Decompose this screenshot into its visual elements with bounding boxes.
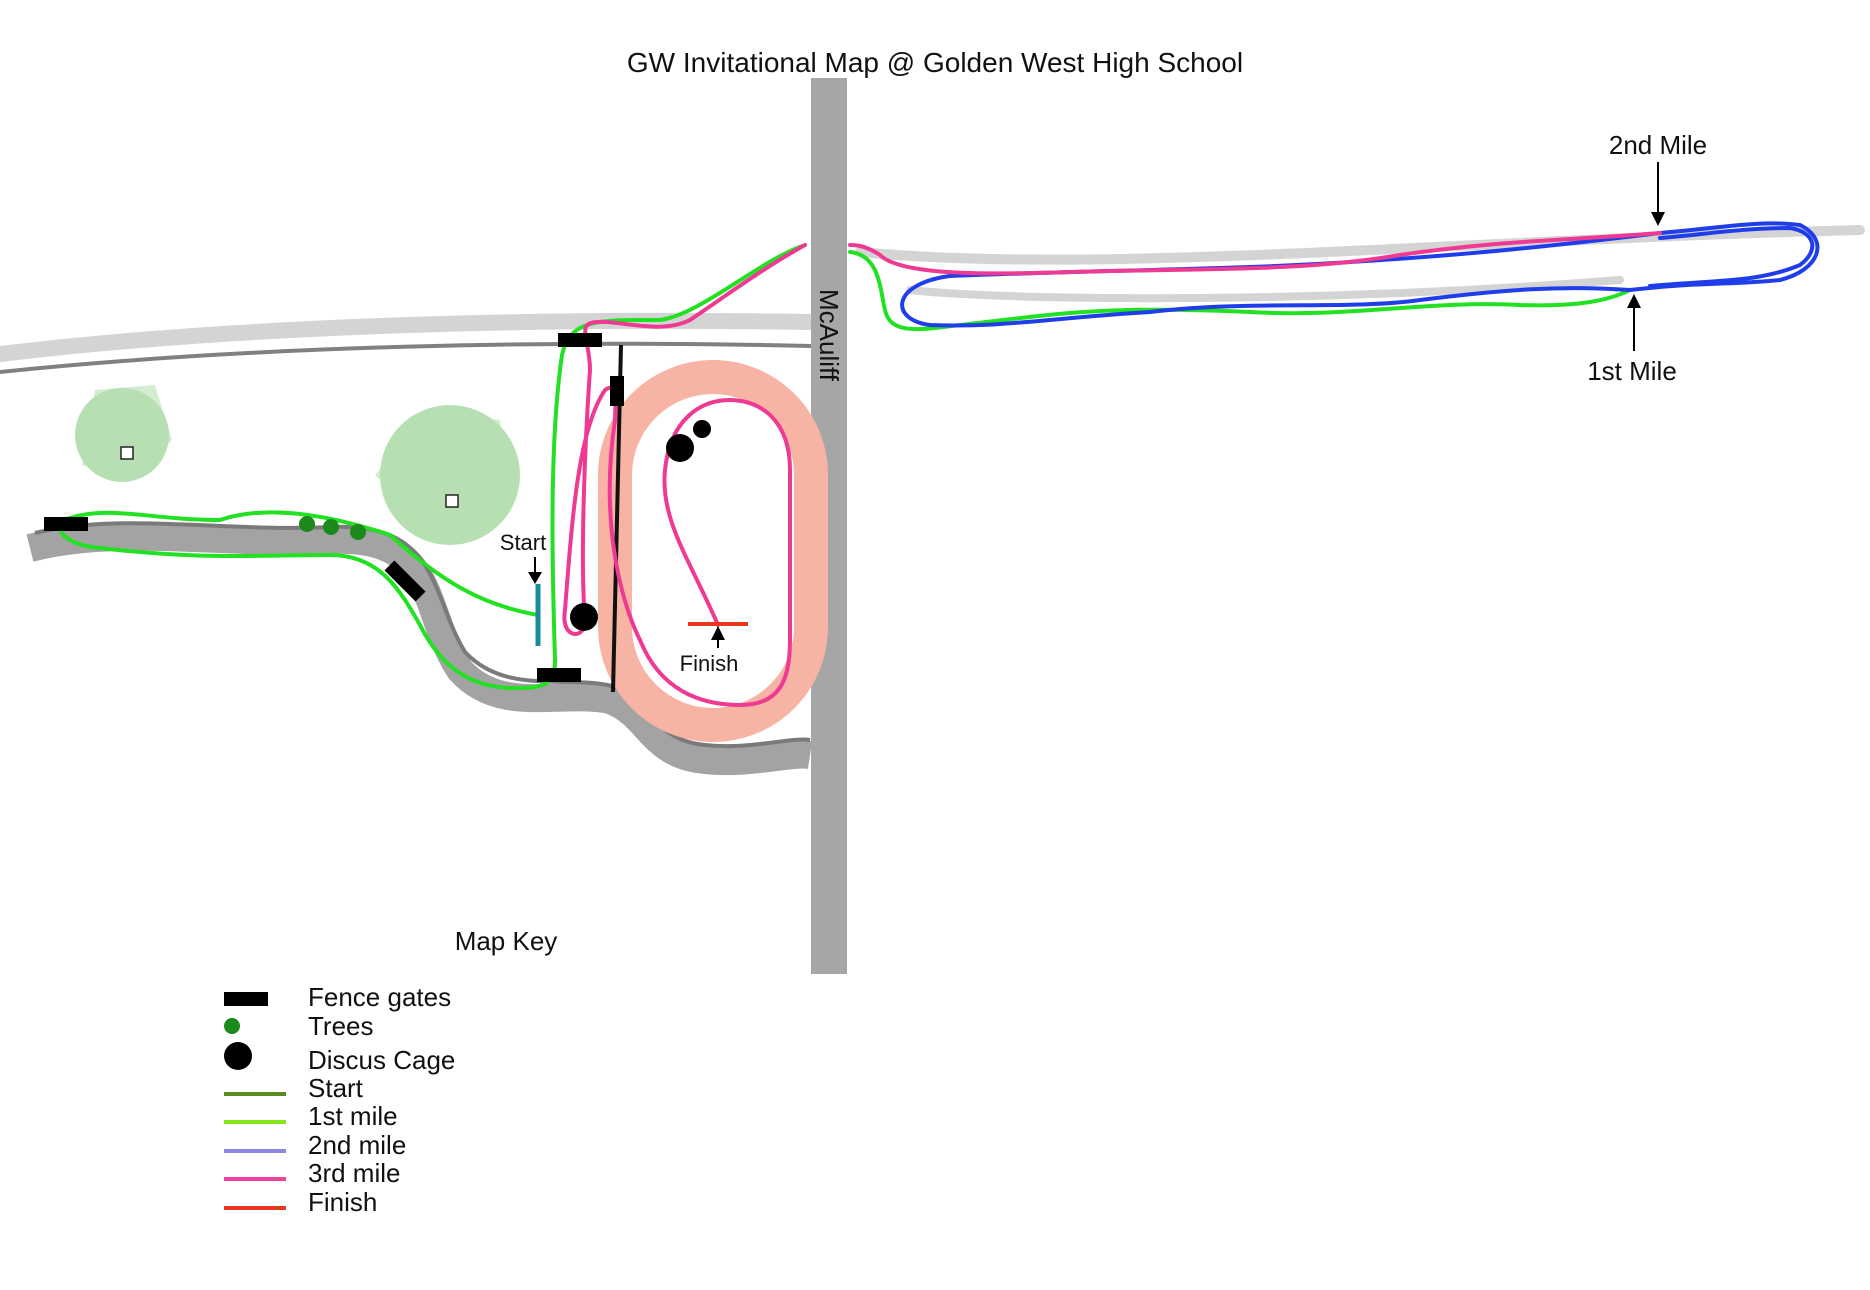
tree (350, 524, 366, 540)
fence-gate (384, 560, 426, 602)
route-2nd-mile-inner (1648, 226, 1815, 288)
walkways (0, 225, 1865, 362)
fence-gate (537, 668, 581, 682)
discus-cage (693, 420, 711, 438)
key-item-label: Finish (308, 1187, 377, 1217)
fields (75, 385, 520, 545)
mile1-arrowhead (1627, 294, 1641, 308)
gate-icon (224, 992, 268, 1006)
finish-arrowhead (711, 626, 725, 640)
trees (299, 516, 366, 540)
route-1st-mile-east (848, 250, 1632, 332)
start-arrowhead (528, 572, 542, 584)
field-central-marker (445, 494, 459, 508)
north-fence (0, 341, 813, 374)
tree (323, 519, 339, 535)
key-item-label: 1st mile (308, 1101, 398, 1131)
route-3rd-mile-east (848, 231, 1662, 276)
mile2-arrowhead (1651, 212, 1665, 226)
road-label: McAuliff (814, 289, 844, 382)
north-walkway (0, 312, 818, 362)
mile2-label: 2nd Mile (1609, 130, 1707, 160)
tree (299, 516, 315, 532)
discus-cage (570, 603, 598, 631)
south-fence (34, 521, 811, 749)
key-item-label: Trees (308, 1011, 374, 1041)
east-walkway-loop (906, 276, 1624, 303)
key-item-label: Start (308, 1073, 364, 1103)
field-west-marker (120, 446, 134, 460)
key-item-label: 3rd mile (308, 1158, 400, 1188)
key-item-label: 2nd mile (308, 1130, 406, 1160)
finish-label: Finish (680, 651, 739, 676)
discus-cage-icon (224, 1042, 252, 1070)
key-item-label: Fence gates (308, 982, 451, 1012)
map-key: Map Key Fence gates Trees Discus Cage St… (224, 926, 557, 1217)
fence-gates (44, 333, 624, 682)
fence-gate (610, 376, 624, 406)
field-west-outline (82, 385, 172, 480)
tree-icon (224, 1018, 240, 1034)
start-label: Start (500, 530, 546, 555)
key-item-label: Discus Cage (308, 1045, 455, 1075)
discus-cages (570, 420, 711, 631)
fence-gate (558, 333, 602, 347)
field-central-outline (375, 410, 510, 545)
map-key-title: Map Key (455, 926, 558, 956)
discus-cage (666, 434, 694, 462)
mile1-label: 1st Mile (1587, 356, 1677, 386)
fence-gate (44, 517, 88, 531)
map-title: GW Invitational Map @ Golden West High S… (627, 47, 1243, 78)
